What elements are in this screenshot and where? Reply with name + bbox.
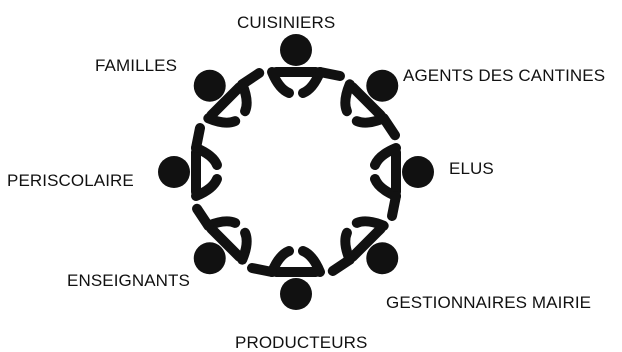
label-cuisiniers: CUISINIERS xyxy=(237,13,336,32)
label-gestionnaires-mairie: GESTIONNAIRES MAIRIE xyxy=(386,293,592,312)
person-figure-icon xyxy=(192,203,252,275)
label-familles: FAMILLES xyxy=(95,56,178,75)
person-figure-icon xyxy=(158,123,222,201)
label-elus: ELUS xyxy=(449,159,494,178)
person-figure-icon xyxy=(327,216,399,276)
label-enseignants: ENSEIGNANTS xyxy=(67,271,190,290)
label-producteurs: PRODUCTEURS xyxy=(235,333,368,352)
person-figure-icon xyxy=(340,69,400,141)
person-figure-icon xyxy=(267,34,345,98)
person-figure-icon xyxy=(370,143,434,221)
label-periscolaire: PERISCOLAIRE xyxy=(7,171,134,190)
person-figure-icon xyxy=(193,68,265,128)
person-figure-icon xyxy=(247,246,325,310)
label-agents-des-cantines: AGENTS DES CANTINES xyxy=(403,66,606,85)
